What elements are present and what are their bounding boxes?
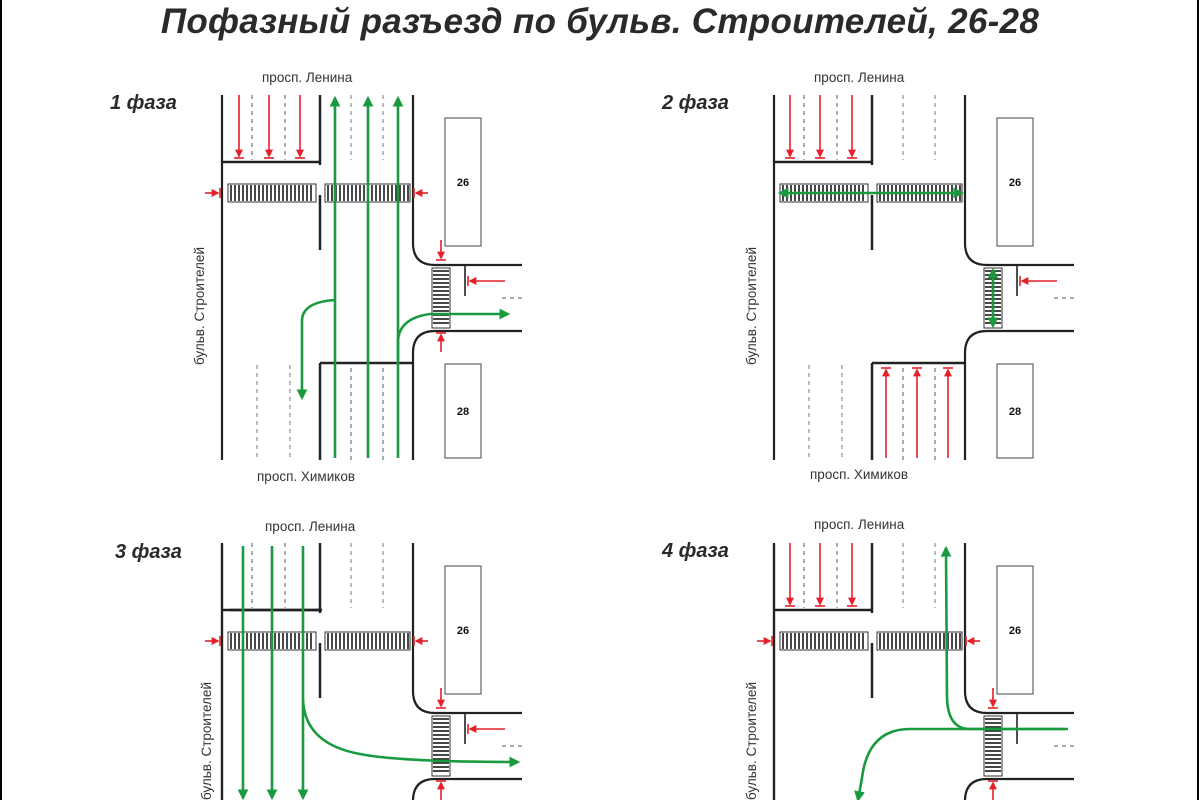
phase-2-south-street: просп. Химиков (810, 467, 908, 482)
road-edge-corner-upper (411, 690, 522, 715)
allowed-right-turn-arrow (396, 308, 511, 360)
allowed-u-turn-arrow (296, 298, 336, 401)
allowed-left-turn-arrow (854, 727, 1068, 800)
road-edge-corner-lower (963, 777, 1074, 800)
left-edge-line (0, 0, 2, 800)
road-edge-corner-upper (963, 690, 1074, 715)
phase-2-north-street: просп. Ленина (814, 70, 905, 85)
building-26-number: 26 (1009, 177, 1021, 189)
building-28-number: 28 (1009, 406, 1021, 418)
building-26 (996, 565, 1034, 695)
phase-1-south-street: просп. Химиков (257, 469, 355, 484)
phase-4-north-street: просп. Ленина (814, 517, 905, 532)
building-28-number: 28 (457, 406, 469, 418)
right-edge-line (1197, 0, 1199, 800)
building-26-number: 26 (457, 625, 469, 637)
road-edge-corner-lower (411, 777, 522, 800)
phase-1-north-street: просп. Ленина (262, 70, 353, 85)
crossing-north-west (779, 631, 869, 651)
building-26-number: 26 (1009, 625, 1021, 637)
building-28 (444, 363, 482, 459)
phase-4-label: 4 фаза (662, 540, 729, 562)
phase-1-label: 1 фаза (110, 92, 177, 114)
road-edge-corner-upper (963, 242, 1074, 267)
crossing-north-west (227, 183, 317, 203)
phase-2-label: 2 фаза (662, 92, 729, 114)
page-title: Пофазный разъезд по бульв. Строителей, 2… (160, 2, 1040, 41)
road-edge-corner-lower (963, 329, 1074, 460)
phase-3-label: 3 фаза (115, 541, 182, 563)
road-edge-corner-lower (411, 329, 522, 460)
building-26 (444, 117, 482, 247)
allowed-left-turn-arrow (301, 699, 521, 768)
building-26 (444, 565, 482, 695)
road-edge-corner-upper (411, 242, 522, 267)
building-26 (996, 117, 1034, 247)
building-28 (996, 363, 1034, 459)
building-26-number: 26 (457, 177, 469, 189)
phase-3-north-street: просп. Ленина (265, 519, 356, 534)
